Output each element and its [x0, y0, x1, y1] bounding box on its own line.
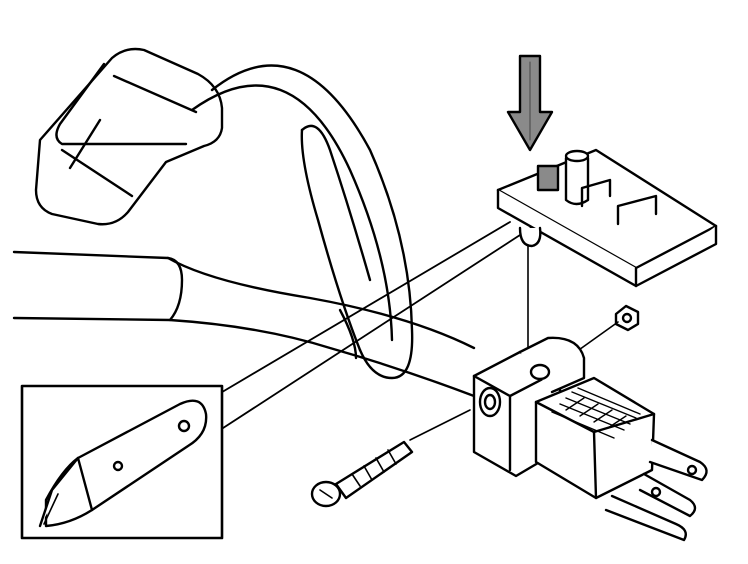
utility-knife-inset: [20, 384, 224, 540]
leader-lines: [211, 221, 541, 431]
insertion-arrow: [506, 54, 554, 152]
knife-icon: [44, 399, 208, 528]
mounting-screw: [310, 409, 471, 508]
plug-bracket: [472, 336, 586, 478]
screw-icon: [334, 440, 414, 500]
nut-icon: [614, 304, 640, 332]
power-cord: [12, 250, 476, 398]
hex-nut: [575, 304, 640, 353]
cord-retainer-loop: [190, 64, 414, 380]
ac-power-plug: [534, 376, 708, 542]
cord-holder-clip: [34, 47, 224, 226]
circuit-board-tab: [496, 148, 718, 353]
